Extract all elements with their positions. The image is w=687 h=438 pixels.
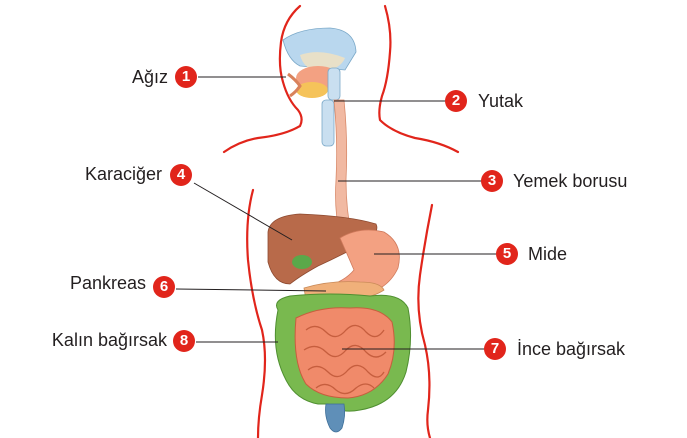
label-mouth-text: Ağız xyxy=(108,66,168,88)
label-pharynx-text: Yutak xyxy=(478,90,523,112)
badge-mouth: 1 xyxy=(175,66,197,88)
badge-small-intestine: 7 xyxy=(484,338,506,360)
badge-stomach: 5 xyxy=(496,243,518,265)
badge-pharynx: 2 xyxy=(445,90,467,112)
label-stomach-text: Mide xyxy=(528,243,567,265)
rectum xyxy=(326,404,345,432)
head-internals xyxy=(283,28,356,100)
badge-pancreas: 6 xyxy=(153,276,175,298)
badge-large-intestine: 8 xyxy=(173,330,195,352)
label-large-intestine-text: Kalın bağırsak xyxy=(10,329,167,351)
label-small-intestine-text: İnce bağırsak xyxy=(517,338,625,360)
gall-bladder xyxy=(292,255,312,269)
label-esophagus-text: Yemek borusu xyxy=(513,170,627,192)
small-intestine xyxy=(295,308,394,398)
trachea xyxy=(322,100,334,146)
badge-esophagus: 3 xyxy=(481,170,503,192)
label-pancreas-text: Pankreas xyxy=(26,272,146,294)
label-liver-text: Karaciğer xyxy=(42,163,162,185)
badge-liver: 4 xyxy=(170,164,192,186)
